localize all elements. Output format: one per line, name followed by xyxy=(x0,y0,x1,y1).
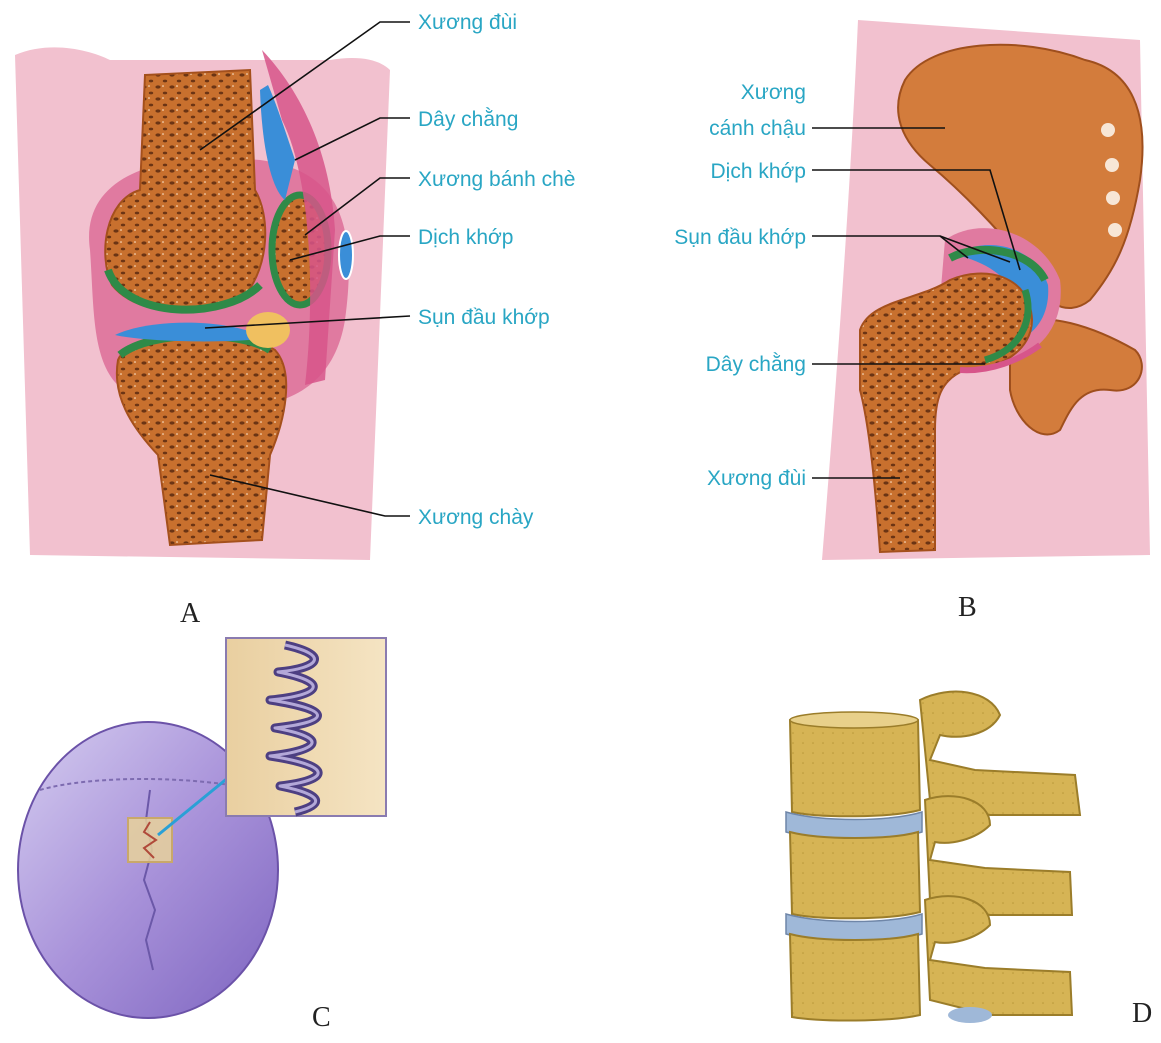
label-femur: Xương đùi xyxy=(418,11,517,34)
bursa xyxy=(339,231,353,279)
label-ligament: Dây chằng xyxy=(418,108,518,131)
label-articular-cartilage: Sụn đầu khớp xyxy=(674,226,806,249)
label-synovial-fluid: Dịch khớp xyxy=(418,226,513,249)
panel-letter-d: D xyxy=(1132,998,1152,1029)
label-articular-cartilage: Sụn đầu khớp xyxy=(418,306,550,329)
vertebral-body xyxy=(790,714,920,816)
label-synovial-fluid: Dịch khớp xyxy=(711,160,806,183)
vertebral-body xyxy=(790,934,920,1021)
label-tibia: Xương chày xyxy=(418,506,534,529)
sacral-foramen xyxy=(1105,158,1119,172)
panel-b-hip-joint xyxy=(822,20,1150,560)
vertebral-body-top xyxy=(790,712,918,728)
panel-a-knee-joint xyxy=(15,47,390,560)
sacral-foramen xyxy=(1101,123,1115,137)
vertebral-body xyxy=(790,832,920,918)
panel-letter-b: B xyxy=(958,592,977,623)
label-femur: Xương đùi xyxy=(707,467,806,490)
fat-pad xyxy=(246,312,290,348)
intervertebral-disc xyxy=(948,1007,992,1023)
label-patella: Xương bánh chè xyxy=(418,168,575,191)
label-ilium-line1: Xương xyxy=(741,81,806,104)
panel-d-vertebrae xyxy=(786,692,1080,1023)
label-ilium-line2: cánh chậu xyxy=(709,117,806,140)
label-ligament: Dây chằng xyxy=(706,353,806,376)
panel-c-skull-sutures xyxy=(18,638,386,1018)
sacral-foramen xyxy=(1108,223,1122,237)
sacral-foramen xyxy=(1106,191,1120,205)
panel-letter-a: A xyxy=(180,598,201,629)
panel-letter-c: C xyxy=(312,1002,331,1033)
